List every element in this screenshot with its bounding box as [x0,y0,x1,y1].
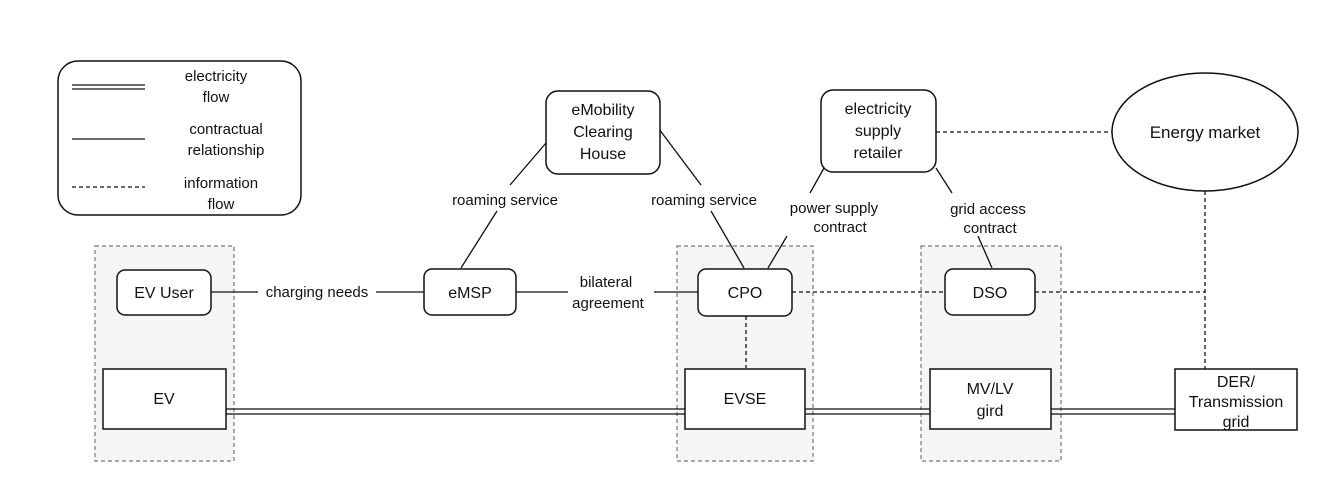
node-dso-label: DSO [973,285,1008,302]
node-emsp-box [423,268,517,316]
node-dso-box [944,268,1036,316]
node-cpo: CPO [697,268,793,317]
node-energy-market-label: Energy market [1150,123,1261,142]
node-electricity-retailer-line-3: retailer [854,145,904,162]
node-clearing-house-line-1: eMobility [571,102,634,119]
legend-box [57,60,302,216]
node-der-transmission-line-1: DER/ [1217,374,1256,391]
node-clearing-house-box [545,90,661,175]
label-roaming-right: roaming service [651,192,757,209]
edge-retailer-cpo-upper [809,167,825,194]
edge-clearing-emsp-lower [460,210,498,269]
legend-electricity-text-2: flow [203,89,230,106]
node-emsp: eMSP [423,268,517,316]
label-roaming-left: roaming service [452,192,558,209]
label-charging-needs: charging needs [266,284,369,301]
node-electricity-retailer-box [820,89,937,173]
node-ev-user-label: EV User [134,285,194,302]
node-ev-box [102,368,227,430]
node-cpo-label: CPO [728,285,763,302]
node-cpo-box [697,268,793,317]
node-ev: EV [102,368,227,430]
edge-retailer-dso-upper [935,167,953,194]
node-dso: DSO [944,268,1036,316]
legend-information-text-2: flow [208,196,235,213]
legend-information-text-1: information [184,175,258,192]
node-der-transmission-box [1174,368,1298,431]
node-mvlv-grid-box [929,368,1052,430]
electricity-flow-edges [226,408,1175,415]
node-ev-label: EV [153,391,175,408]
node-evse-label: EVSE [724,391,767,408]
legend-contract-text-1: contractual [189,121,262,138]
node-evse: EVSE [684,368,806,430]
node-ev-user: EV User [116,269,212,316]
node-ev-user-box [116,269,212,316]
node-der-transmission-line-3: grid [1223,414,1250,431]
node-der-transmission-line-2: Transmission [1189,394,1284,411]
node-clearing-house: eMobility Clearing House [545,90,661,175]
label-power-supply-2: contract [813,219,867,236]
node-energy-market-ellipse [1111,72,1299,192]
label-bilateral-2: agreement [572,295,645,312]
node-evse-box [684,368,806,430]
edge-clearing-cpo-lower [710,210,745,269]
node-emsp-label: eMSP [448,285,492,302]
label-bilateral-1: bilateral [580,274,633,291]
node-clearing-house-line-3: House [580,146,626,163]
node-energy-market: Energy market [1111,72,1299,192]
node-clearing-house-line-2: Clearing [573,124,633,141]
edge-clearing-cpo-upper [658,128,702,186]
node-der-transmission: DER/ Transmission grid [1174,368,1298,431]
label-grid-access-2: contract [963,220,1017,237]
legend: electricity flow contractual relationshi… [57,60,302,216]
node-electricity-retailer-line-1: electricity [845,101,912,118]
legend-electricity-text-1: electricity [185,68,248,85]
edge-retailer-dso-lower [977,235,993,269]
node-mvlv-grid-line-2: gird [977,403,1004,420]
label-power-supply-1: power supply [790,200,879,217]
node-mvlv-grid-line-1: MV/LV [967,381,1014,398]
node-electricity-retailer: electricity supply retailer [820,89,937,173]
edge-retailer-cpo-lower [767,235,788,269]
information-edges [745,131,1206,369]
label-grid-access-1: grid access [950,201,1026,218]
node-mvlv-grid: MV/LV gird [929,368,1052,430]
legend-contract-text-2: relationship [188,142,265,159]
contract-edges [210,128,993,293]
node-electricity-retailer-line-2: supply [855,123,901,140]
